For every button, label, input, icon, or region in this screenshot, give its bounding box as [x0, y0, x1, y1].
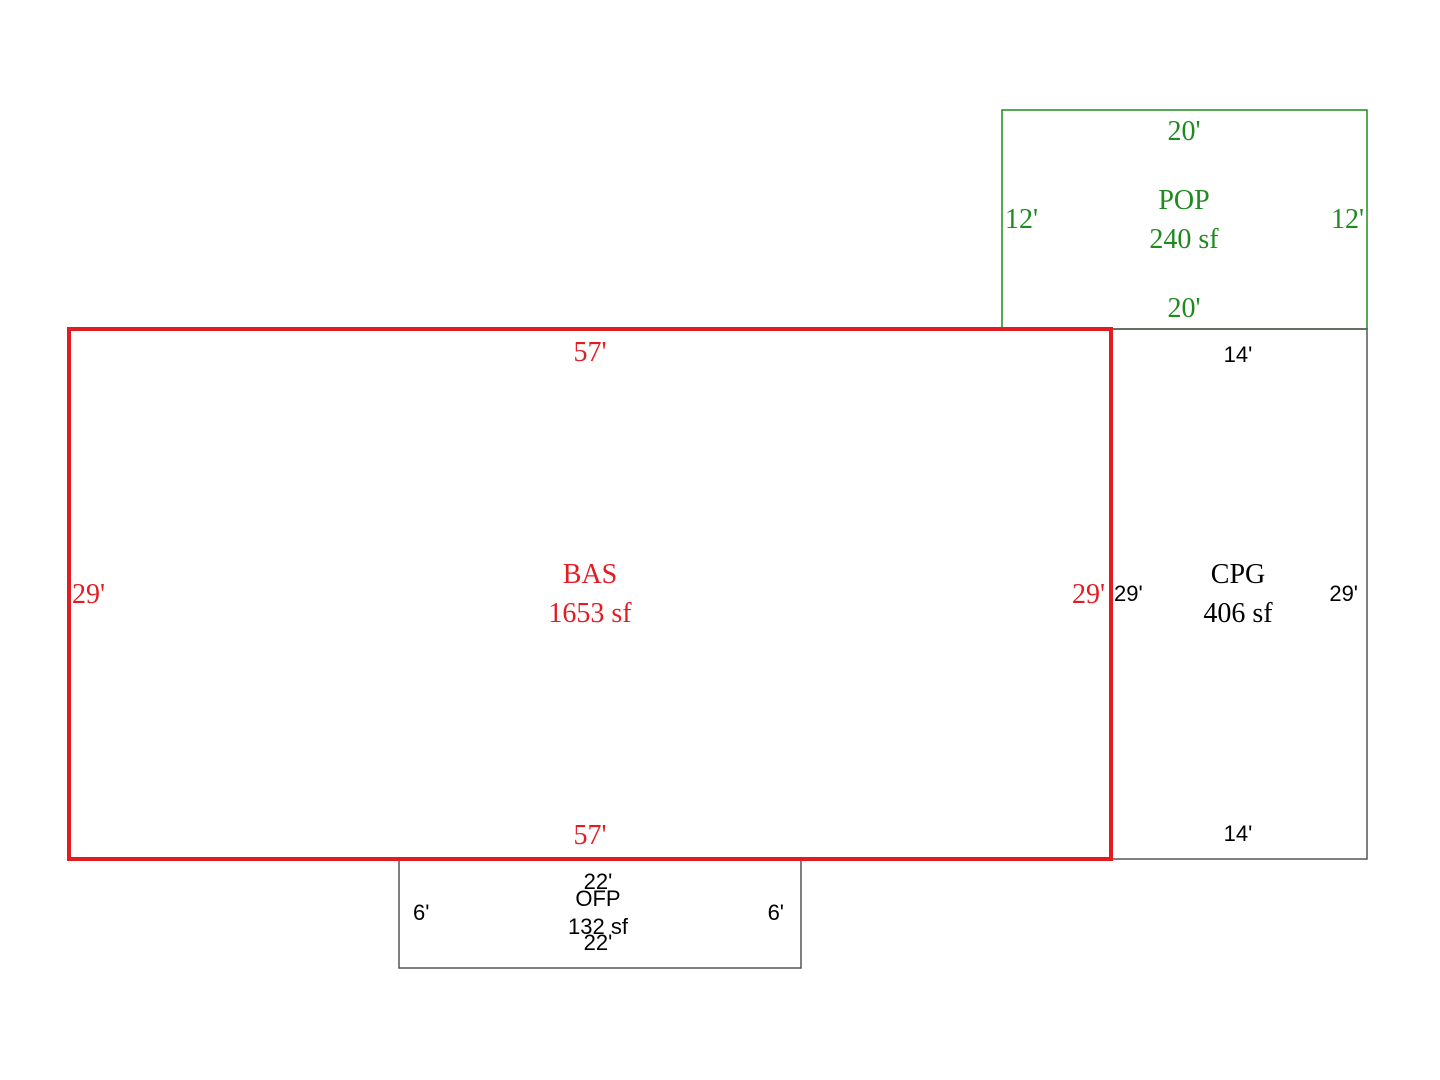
bas-area: 57' BAS 1653 sf 29' 29' 57' [67, 327, 1113, 861]
pop-left-dimension: 12' [1005, 204, 1038, 235]
cpg-left-dimension: 29' [1114, 581, 1143, 606]
pop-area-label: 240 sf [1149, 224, 1219, 255]
ofp-left-dimension: 6' [413, 900, 429, 925]
pop-code-label: POP [1158, 185, 1209, 216]
bas-top-dimension: 57' [573, 337, 606, 368]
cpg-bottom-dimension: 14' [1224, 821, 1253, 846]
bas-area-label: 1653 sf [548, 598, 632, 629]
bas-bottom-dimension: 57' [573, 820, 606, 851]
pop-right-dimension: 12' [1331, 204, 1364, 235]
cpg-right-dimension: 29' [1329, 581, 1358, 606]
cpg-top-dimension: 14' [1224, 342, 1253, 367]
bas-outline [67, 327, 1113, 861]
pop-area: 20' POP 240 sf 12' 12' 20' [1001, 109, 1368, 330]
cpg-area-label: 406 sf [1203, 598, 1273, 629]
ofp-code-label: OFP [575, 886, 620, 911]
pop-bottom-dimension: 20' [1167, 293, 1200, 324]
ofp-area: 22' OFP 132 sf 22' 6' 6' [398, 858, 802, 969]
bas-right-dimension: 29' [1072, 579, 1105, 610]
bas-code-label: BAS [563, 559, 617, 590]
ofp-area-label: 132 sf [568, 914, 629, 939]
cpg-code-label: CPG [1211, 559, 1265, 590]
bas-left-dimension: 29' [72, 579, 105, 610]
cpg-area: 14' CPG 406 sf 29' 29' 14' [1110, 328, 1368, 860]
ofp-right-dimension: 6' [768, 900, 784, 925]
ofp-bottom-dimension: 22' [584, 930, 613, 955]
ofp-top-dimension: 22' [584, 869, 613, 894]
pop-top-dimension: 20' [1167, 116, 1200, 147]
